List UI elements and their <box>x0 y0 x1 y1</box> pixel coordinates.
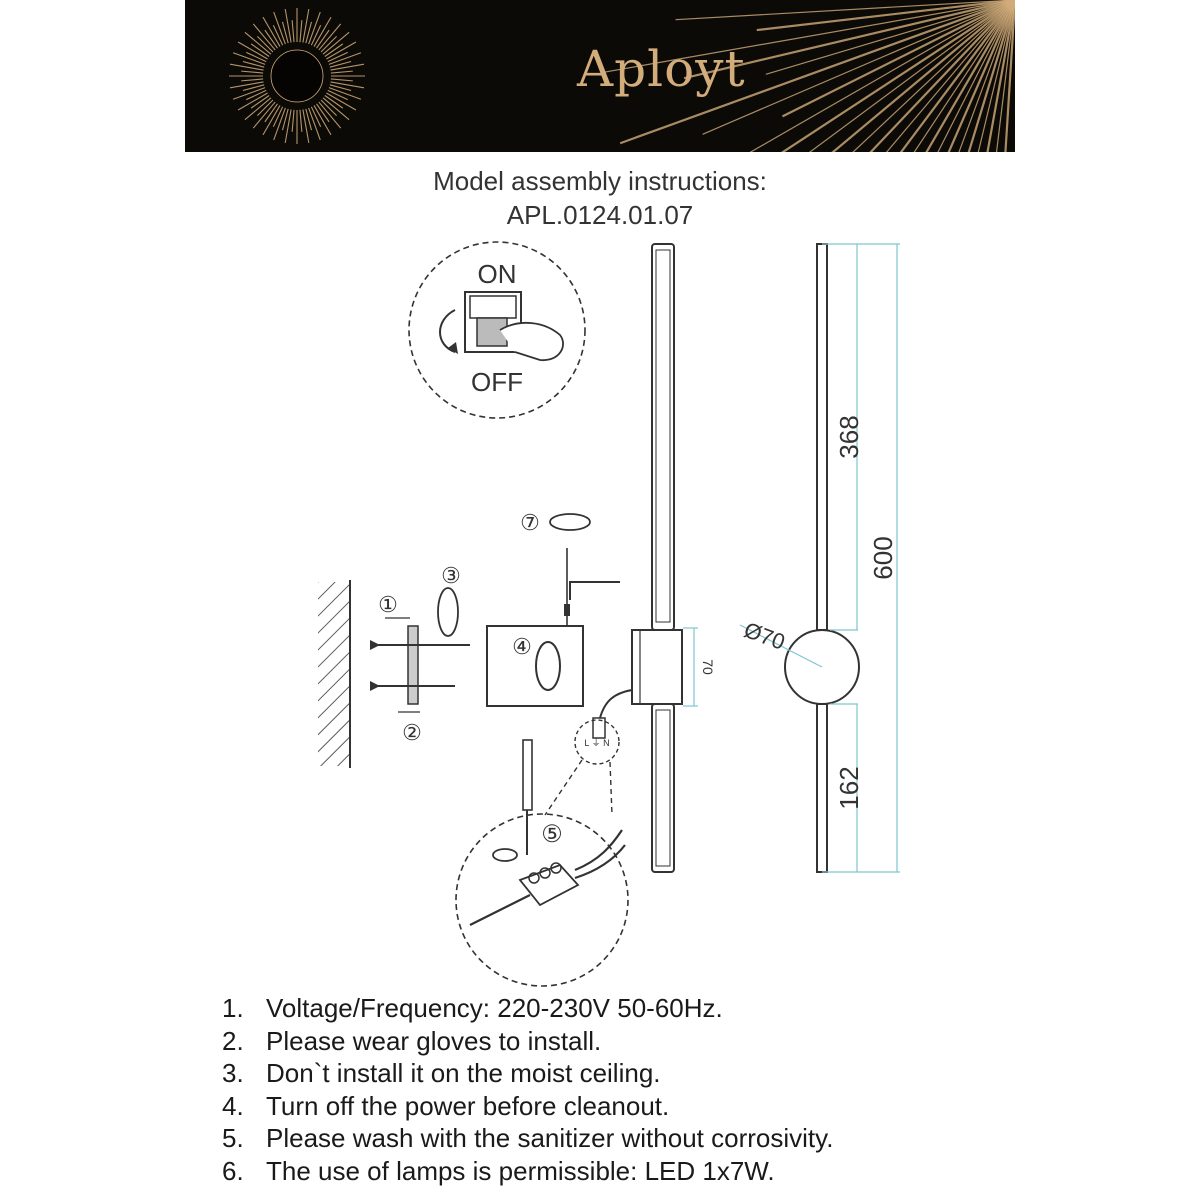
switch-off-label: OFF <box>471 367 523 397</box>
lower-length-dimension: 162 <box>834 766 864 809</box>
switch-on-label: ON <box>478 259 517 289</box>
power-switch-detail: ON OFF <box>408 241 586 419</box>
fixture-side-view: 70 <box>592 243 716 873</box>
note-number: 1. <box>222 993 244 1023</box>
sun-burst-logo-icon <box>229 8 365 144</box>
note-item: 4. Turn off the power before cleanout. <box>222 1090 833 1123</box>
canopy-dimension: 70 <box>700 659 716 675</box>
note-text: Please wash with the sanitizer without c… <box>266 1123 834 1154</box>
banner-graphics <box>229 0 1015 152</box>
note-item: 1. Voltage/Frequency: 220-230V 50-60Hz. <box>222 992 833 1025</box>
note-number: 5. <box>222 1123 244 1154</box>
assembly-drawing: ON OFF ① ② ③ ④ ⑦ <box>318 241 900 987</box>
fixture-front-view: Ø70 368 600 162 <box>739 243 900 873</box>
diameter-dimension: Ø70 <box>741 617 789 655</box>
total-length-dimension: 600 <box>868 536 898 579</box>
step-5-marker: ⑤ <box>541 821 563 848</box>
note-number: 3. <box>222 1058 244 1089</box>
model-number: APL.0124.01.07 <box>506 200 694 230</box>
canopy-cover: ④ ⑦ <box>486 510 620 707</box>
step-1-marker: ① <box>378 592 398 617</box>
note-text: Don`t install it on the moist ceiling. <box>266 1058 661 1089</box>
note-text: The use of lamps is permissible: LED 1x7… <box>266 1155 775 1186</box>
note-item: 6. The use of lamps is permissible: LED 1… <box>222 1155 833 1188</box>
step-2-marker: ② <box>402 720 422 745</box>
note-item: 2. Please wear gloves to install. <box>222 1025 833 1058</box>
step-7-marker: ⑦ <box>520 510 540 535</box>
note-number: 2. <box>222 1025 244 1056</box>
terminal-labels-small: L ⏚ N <box>584 738 609 748</box>
note-item: 5. Please wash with the sanitizer without… <box>222 1122 833 1155</box>
note-text: Turn off the power before cleanout. <box>266 1090 670 1121</box>
installation-notes-list: 1.Voltage/Frequency: 220-230V 50-60Hz.2.… <box>222 992 833 1188</box>
note-text: Voltage/Frequency: 220-230V 50-60Hz. <box>266 993 723 1023</box>
corner-rays-icon <box>601 0 1015 152</box>
note-number: 6. <box>222 1155 244 1186</box>
upper-length-dimension: 368 <box>834 415 864 458</box>
note-text: Please wear gloves to install. <box>266 1025 602 1056</box>
note-number: 4. <box>222 1090 244 1121</box>
brand-logo-text: Aployt <box>577 40 746 98</box>
step-3-marker: ③ <box>441 563 461 588</box>
wall-section <box>318 580 351 768</box>
mounting-plate: ① ② ③ <box>370 563 470 745</box>
note-item: 3. Don`t install it on the moist ceiling. <box>222 1057 833 1090</box>
document-title: Model assembly instructions: <box>433 166 767 196</box>
wiring-detail: L ⏚ N ⑤ <box>455 719 629 987</box>
step-4-marker: ④ <box>512 634 532 659</box>
brand-banner: Aployt <box>185 0 1015 152</box>
